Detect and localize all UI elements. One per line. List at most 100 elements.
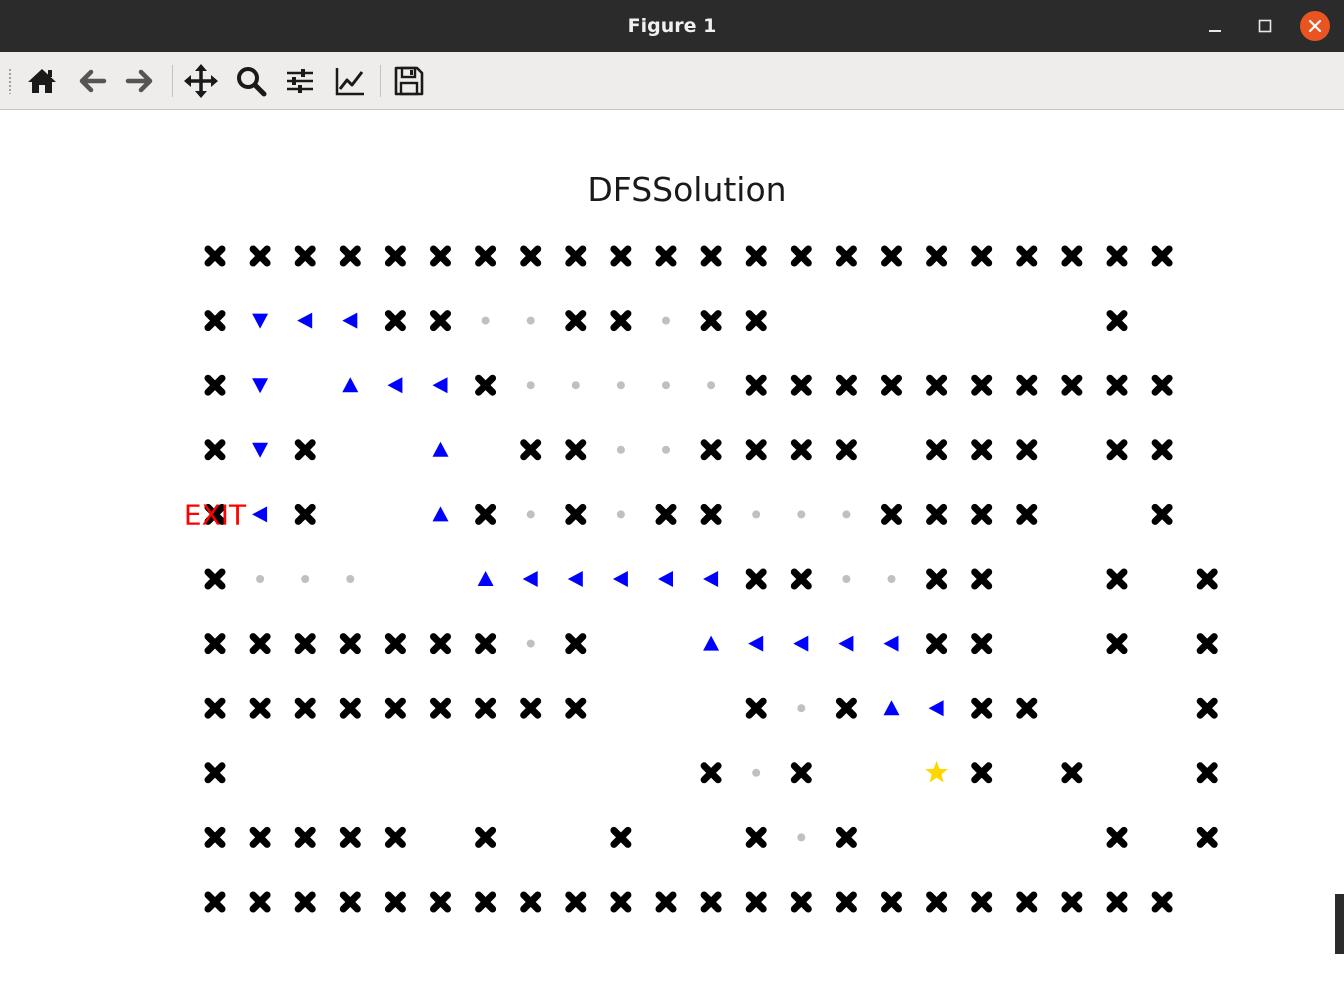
wall-marker <box>294 503 316 525</box>
wall-marker <box>700 891 722 913</box>
path-up-marker <box>883 700 900 716</box>
wall-marker <box>475 826 497 848</box>
scrollbar-thumb[interactable] <box>1335 894 1344 954</box>
title-bar[interactable]: Figure 1 <box>0 0 1344 52</box>
forward-button[interactable] <box>120 61 160 101</box>
wall-marker <box>926 439 948 461</box>
wall-marker <box>204 374 226 396</box>
wall-marker <box>610 891 632 913</box>
wall-marker <box>1196 762 1218 784</box>
wall-marker <box>565 697 587 719</box>
wall-marker <box>565 310 587 332</box>
path-left-marker <box>748 635 764 652</box>
wall-marker <box>1196 568 1218 590</box>
wall-marker <box>971 503 993 525</box>
wall-marker <box>1196 697 1218 719</box>
path-down-marker <box>252 378 269 394</box>
visited-marker <box>752 510 761 519</box>
wall-marker <box>1196 633 1218 655</box>
wall-marker <box>790 568 812 590</box>
save-button[interactable] <box>389 61 429 101</box>
wall-marker <box>971 374 993 396</box>
arrow-left-icon <box>79 69 107 93</box>
visited-marker <box>842 510 851 519</box>
wall-marker <box>1106 633 1128 655</box>
wall-marker <box>1106 310 1128 332</box>
wall-marker <box>294 439 316 461</box>
wall-marker <box>249 826 271 848</box>
wall-marker <box>339 245 361 267</box>
wall-marker <box>881 891 902 913</box>
edit-axes-button[interactable] <box>330 61 370 101</box>
wall-marker <box>610 826 632 848</box>
wall-marker <box>971 891 993 913</box>
visited-marker <box>887 575 896 583</box>
pan-button[interactable] <box>181 61 221 101</box>
wall-marker <box>204 891 226 913</box>
wall-marker <box>1106 439 1128 461</box>
maximize-button[interactable] <box>1250 11 1280 41</box>
path-up-marker <box>703 635 720 651</box>
toolbar-grip[interactable] <box>8 68 12 94</box>
wall-marker <box>1016 891 1038 913</box>
wall-marker <box>430 891 451 913</box>
visited-marker <box>526 381 535 390</box>
wall-marker <box>384 245 406 267</box>
wall-marker <box>249 697 271 719</box>
wall-marker <box>700 762 722 784</box>
path-up-marker <box>432 506 449 522</box>
wall-marker <box>655 891 677 913</box>
figure-canvas[interactable]: DFSSolution EXIT <box>0 110 1344 989</box>
wall-marker <box>339 891 361 913</box>
visited-marker <box>346 575 355 583</box>
wall-marker <box>926 245 948 267</box>
close-button[interactable] <box>1300 11 1330 41</box>
back-button[interactable] <box>72 61 112 101</box>
wall-marker <box>971 568 993 590</box>
wall-marker <box>1151 503 1173 525</box>
visited-marker <box>301 575 310 583</box>
wall-marker <box>475 245 497 267</box>
wall-marker <box>700 439 722 461</box>
wall-marker <box>204 310 226 332</box>
minimize-button[interactable] <box>1200 11 1230 41</box>
wall-marker <box>881 503 902 525</box>
path-left-marker <box>838 635 854 652</box>
home-icon <box>28 69 56 93</box>
wall-marker <box>1016 245 1038 267</box>
path-up-marker <box>477 571 494 586</box>
wall-marker <box>790 762 812 784</box>
wall-marker <box>610 245 632 267</box>
path-left-marker <box>612 571 628 587</box>
wall-marker <box>790 374 812 396</box>
path-left-marker <box>252 506 268 523</box>
wall-marker <box>1151 891 1173 913</box>
path-left-marker <box>522 571 538 587</box>
path-left-marker <box>793 635 809 652</box>
start-star-marker <box>925 760 948 783</box>
wall-marker <box>294 891 316 913</box>
wall-marker <box>745 310 767 332</box>
wall-marker <box>565 633 587 655</box>
wall-marker <box>655 245 677 267</box>
wall-marker <box>520 245 542 267</box>
wall-marker <box>1106 374 1128 396</box>
zoom-button[interactable] <box>231 61 271 101</box>
path-down-marker <box>252 313 269 329</box>
wall-marker <box>835 697 857 719</box>
wall-marker <box>430 310 451 332</box>
wall-marker <box>700 245 722 267</box>
wall-marker <box>339 826 361 848</box>
wall-marker <box>430 697 451 719</box>
wall-marker <box>1061 891 1083 913</box>
home-button[interactable] <box>22 61 62 101</box>
wall-marker <box>294 697 316 719</box>
path-down-marker <box>252 442 269 458</box>
wall-marker <box>249 891 271 913</box>
wall-marker <box>971 697 993 719</box>
configure-subplots-button[interactable] <box>280 61 320 101</box>
wall-marker <box>1016 439 1038 461</box>
wall-marker <box>384 310 406 332</box>
visited-marker <box>842 575 851 583</box>
wall-marker <box>1151 374 1173 396</box>
